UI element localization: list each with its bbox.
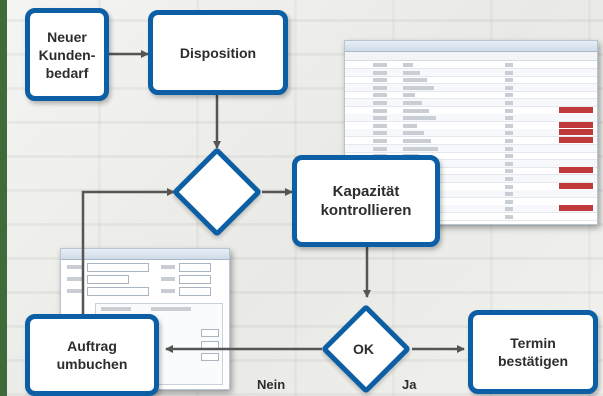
edge-label-ja: Ja [402, 377, 417, 392]
list-row [345, 76, 597, 85]
node-disposition-label: Disposition [179, 44, 257, 61]
arrow-umbuchen-back-to-decision [81, 188, 175, 314]
list-row [345, 121, 597, 130]
list-row [345, 68, 597, 77]
node-termin-bestaetigen-label: Termin bestätigen [497, 335, 568, 369]
node-auftrag-umbuchen-label: Auftrag umbuchen [56, 338, 128, 372]
node-kapazitaet-kontrollieren: Kapazität kontrollieren [292, 155, 440, 247]
highlight-cell [559, 205, 593, 212]
list-row [345, 114, 597, 123]
highlight-cell [559, 121, 593, 128]
node-neuer-kundenbedarf-label: Neuer Kunden- bedarf [38, 28, 96, 81]
node-disposition: Disposition [148, 10, 288, 95]
list-row [345, 106, 597, 115]
node-kapazitaet-label: Kapazität kontrollieren [320, 183, 412, 219]
list-row [345, 83, 597, 92]
list-row [345, 61, 597, 69]
edge-label-nein: Nein [257, 377, 286, 392]
node-neuer-kundenbedarf: Neuer Kunden- bedarf [25, 8, 109, 101]
list-row [345, 129, 597, 138]
decision-ok-label: OK [353, 341, 374, 357]
list-row [345, 91, 597, 100]
list-row [345, 137, 597, 145]
highlight-cell [559, 137, 593, 143]
side-accent-bar [0, 0, 7, 396]
highlight-cell [559, 106, 593, 113]
list-row [345, 99, 597, 107]
node-termin-bestaetigen: Termin bestätigen [468, 310, 598, 394]
node-auftrag-umbuchen: Auftrag umbuchen [25, 314, 159, 396]
highlight-cell [559, 129, 593, 136]
list-row [345, 144, 597, 153]
highlight-cell [559, 182, 593, 189]
highlight-cell [559, 167, 593, 174]
